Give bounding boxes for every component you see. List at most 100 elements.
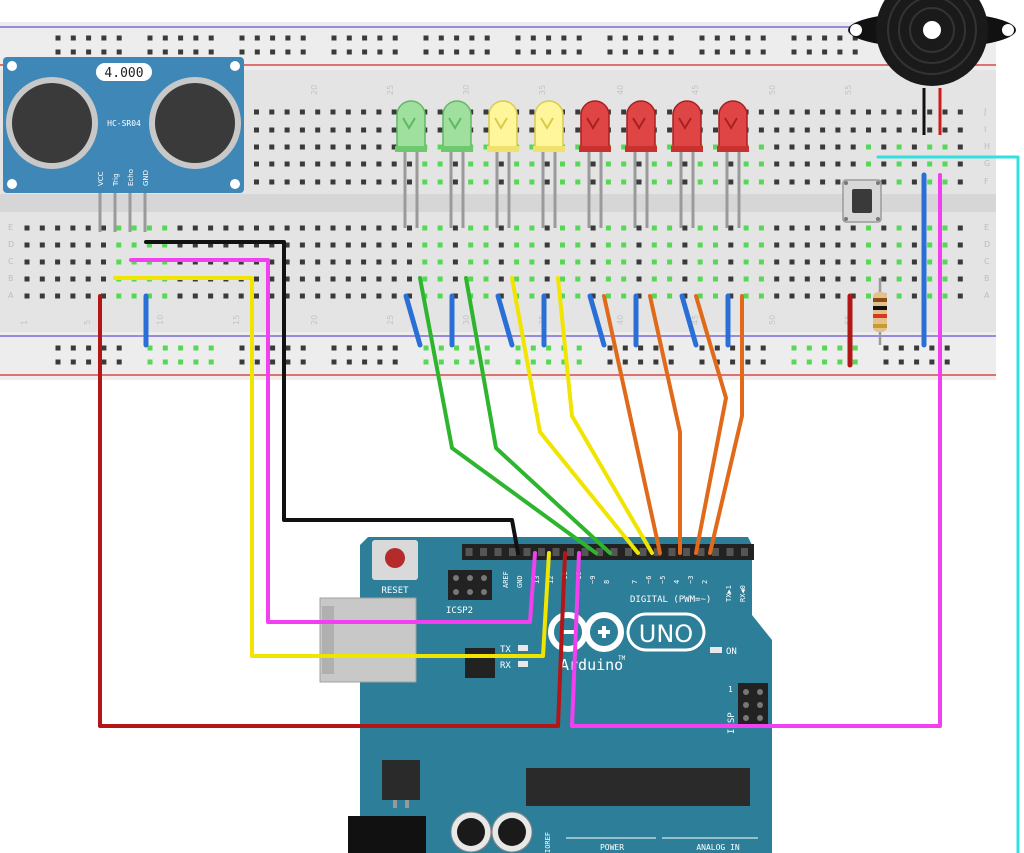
microcontroller [526, 768, 750, 806]
breadboard-hole [330, 127, 336, 133]
chip [465, 648, 495, 678]
rail-hole [469, 35, 475, 41]
breadboard-hole [743, 293, 749, 299]
rail-hole [822, 35, 828, 41]
breadboard-hole [927, 259, 933, 265]
breadboard-hole [758, 109, 764, 115]
breadboard-hole [468, 179, 474, 185]
rx-label: RX [500, 661, 511, 671]
wire-black [144, 240, 520, 555]
breadboard-hole [896, 242, 902, 248]
breadboard-hole [345, 276, 351, 282]
voltage-regulator [382, 760, 420, 800]
breadboard-hole [299, 109, 305, 115]
breadboard-hole [820, 127, 826, 133]
breadboard-hole [223, 225, 229, 231]
breadboard-hole [299, 293, 305, 299]
led-red [625, 100, 657, 228]
breadboard-hole [345, 259, 351, 265]
digital-pin-label: 4 [673, 580, 681, 584]
breadboard-hole [896, 259, 902, 265]
breadboard-hole [927, 293, 933, 299]
breadboard-hole [835, 144, 841, 150]
breadboard-hole [621, 109, 627, 115]
breadboard-hole [514, 225, 520, 231]
breadboard-hole [468, 259, 474, 265]
wire-orange [648, 294, 682, 555]
pin-label-echo: Echo [127, 169, 135, 186]
breadboard-hole [483, 179, 489, 185]
breadboard-hole [575, 225, 581, 231]
breadboard-hole [804, 144, 810, 150]
breadboard-hole [743, 179, 749, 185]
breadboard-hole [177, 293, 183, 299]
rail-hole [147, 345, 153, 351]
rail-hole [484, 359, 490, 365]
breadboard-hole [942, 109, 948, 115]
breadboard-hole [911, 259, 917, 265]
row-letter: I [984, 125, 986, 134]
breadboard-hole [70, 293, 76, 299]
rail-hole [193, 49, 199, 55]
breadboard-hole [55, 225, 61, 231]
breadboard-hole [667, 242, 673, 248]
breadboard-hole [39, 276, 45, 282]
breadboard-hole [911, 276, 917, 282]
breadboard-hole [452, 242, 458, 248]
breadboard-hole [743, 161, 749, 167]
breadboard-hole [575, 276, 581, 282]
rail-hole [699, 359, 705, 365]
rail-hole [806, 35, 812, 41]
breadboard-hole [269, 259, 275, 265]
breadboard-hole [269, 276, 275, 282]
breadboard-hole [498, 293, 504, 299]
rail-hole [116, 35, 122, 41]
breadboard-hole [391, 109, 397, 115]
led-green [441, 100, 473, 228]
breadboard-hole [345, 127, 351, 133]
rail-hole [883, 345, 889, 351]
mount-hole [230, 61, 240, 71]
breadboard-hole [361, 225, 367, 231]
rail-hole [438, 345, 444, 351]
breadboard-hole [743, 276, 749, 282]
breadboard-hole [407, 179, 412, 185]
breadboard-hole [651, 276, 657, 282]
breadboard-hole [284, 293, 290, 299]
breadboard-hole [284, 109, 290, 115]
rail-hole [929, 359, 935, 365]
breadboard-hole [544, 161, 550, 167]
breadboard-hole [957, 242, 963, 248]
breadboard-hole [483, 127, 489, 133]
rail-hole [362, 49, 368, 55]
breadboard-hole [820, 242, 826, 248]
wire-green [418, 276, 598, 555]
row-letter: C [984, 257, 990, 266]
breadboard-hole [238, 242, 244, 248]
breadboard-hole [927, 225, 933, 231]
buzzer [848, 0, 1016, 135]
breadboard-hole [514, 276, 520, 282]
breadboard-hole [804, 179, 810, 185]
rail-hole [438, 49, 444, 55]
rail-hole [607, 345, 613, 351]
header-pin [538, 548, 545, 556]
wire-blue [495, 293, 515, 348]
icsp2-header [448, 570, 492, 600]
breadboard-hole [850, 109, 856, 115]
breadboard-hole [927, 161, 933, 167]
breadboard-hole [514, 179, 520, 185]
rail-hole [377, 345, 383, 351]
breadboard-hole [789, 161, 795, 167]
rail-hole [101, 35, 107, 41]
breadboard-hole [24, 225, 30, 231]
breadboard-hole [621, 259, 627, 265]
breadboard-hole [636, 225, 642, 231]
breadboard-hole [728, 179, 734, 185]
rail-hole [346, 35, 352, 41]
rail-hole [70, 49, 76, 55]
breadboard-hole [789, 109, 795, 115]
push-button[interactable] [842, 179, 882, 223]
mount-hole [230, 179, 240, 189]
breadboard-hole [361, 293, 367, 299]
